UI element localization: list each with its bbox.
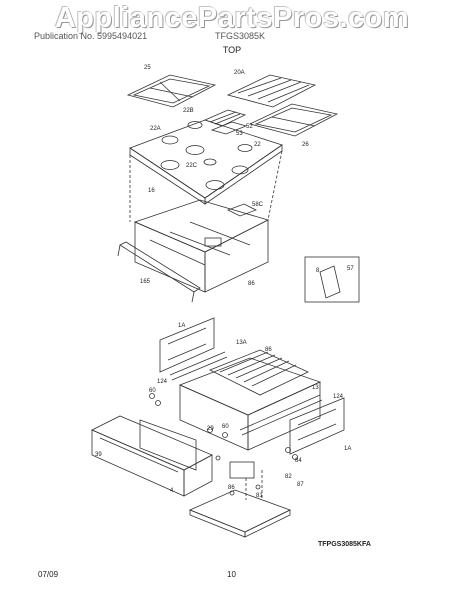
part-58c: [227, 203, 257, 217]
part-86: [229, 461, 255, 479]
part-label: 84: [295, 458, 302, 464]
inset-box: [304, 256, 360, 303]
part-label: 86: [248, 281, 255, 287]
publication-number: Publication No. 5995494021: [34, 31, 148, 41]
part-label: 22B: [183, 108, 194, 114]
bottom-tray: [188, 489, 292, 538]
section-title: TOP: [222, 45, 242, 55]
drawer-rack: [209, 349, 309, 396]
part-label: 86: [228, 485, 235, 491]
part-label: 22A: [150, 126, 161, 132]
part-label: 53: [236, 131, 243, 137]
part-label: 60: [222, 424, 229, 430]
part-label: 1A: [178, 323, 185, 329]
burner-box: [133, 199, 270, 293]
drawer-side-left: [159, 317, 215, 373]
drawer-front: [91, 415, 213, 497]
footer-date: 07/09: [38, 570, 59, 579]
part-label: 20A: [234, 70, 245, 76]
page-number: 10: [227, 570, 236, 579]
part-label: 87: [297, 482, 304, 488]
part-label: 81: [256, 493, 263, 499]
drawer-side-right: [289, 397, 345, 455]
part-label: 58C: [252, 202, 264, 208]
part-label: 29: [207, 426, 214, 432]
part-label: 4: [170, 488, 174, 494]
side-rail: [117, 241, 201, 303]
part-label: 57: [347, 266, 354, 272]
inner-front: [139, 419, 197, 471]
part-label: 13A: [236, 340, 247, 346]
grate-left: [126, 74, 217, 108]
part-label: 39: [95, 452, 102, 458]
part-label: 52: [246, 124, 253, 130]
part-label: 82: [285, 474, 292, 480]
model-number: TFGS3085K: [215, 31, 266, 41]
diagram-code: TFPGS3085KFA: [318, 541, 371, 548]
part-label: 165: [140, 279, 151, 285]
part-label: 86: [265, 347, 272, 353]
part-label: 25: [144, 65, 151, 71]
part-label: 60: [149, 388, 156, 394]
part-label: 13: [312, 385, 319, 391]
part-label: 1A: [344, 446, 351, 452]
part-label: 22: [254, 142, 261, 148]
grate-center: [226, 74, 317, 108]
part-label: 124: [157, 379, 168, 385]
part-label: 8: [316, 268, 320, 274]
part-label: 26: [302, 142, 309, 148]
grate-right: [248, 103, 339, 137]
part-label: 16: [148, 188, 155, 194]
part-label: 22C: [186, 163, 198, 169]
part-label: 124: [333, 394, 344, 400]
drawer-body: [178, 357, 322, 451]
watermark: AppliancePartsPros.com: [54, 2, 410, 34]
